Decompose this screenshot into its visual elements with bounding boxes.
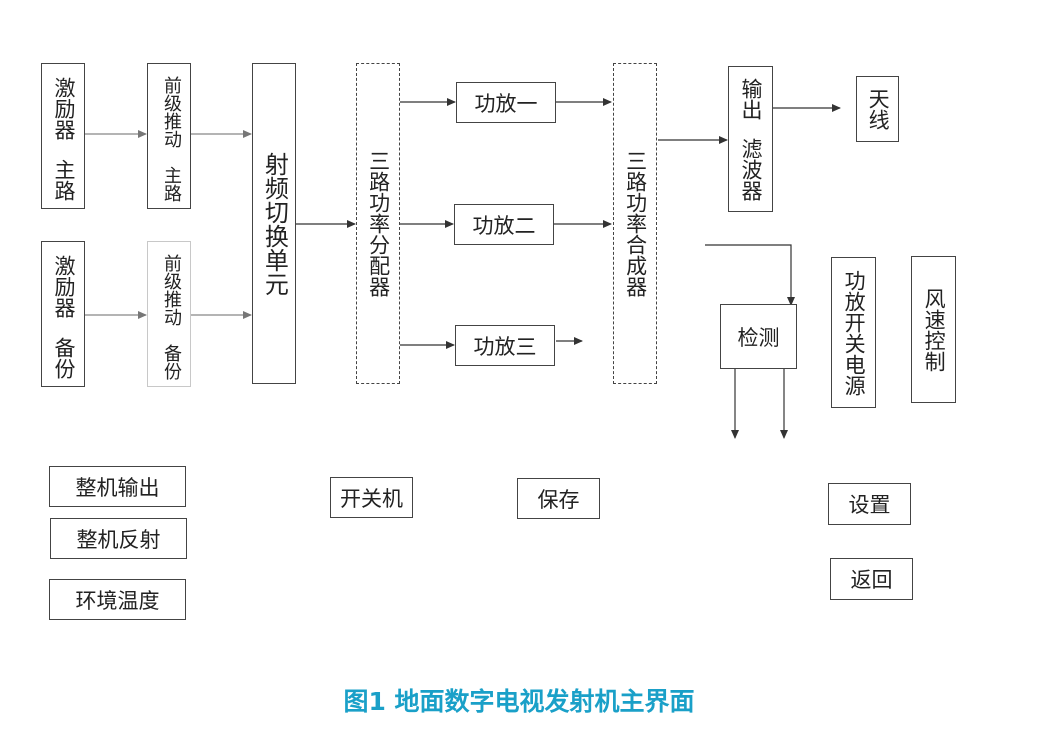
combiner-block: 三路功率合成器 [613, 63, 657, 384]
ambient-temp-button[interactable]: 环境温度 [49, 579, 186, 620]
antenna-label: 天线 [866, 88, 891, 130]
predriver-main-label: 前级推动 [161, 76, 182, 148]
output-filter-sublabel: 滤波器 [739, 137, 763, 201]
amp3-block: 功放三 [455, 325, 555, 366]
predriver-backup-sublabel: 备份 [161, 344, 182, 380]
fan-control-label: 风速控制 [922, 287, 947, 372]
amp-psu-label: 功放开关电源 [842, 269, 867, 396]
ambient-temp-label: 环境温度 [75, 588, 160, 613]
exciter-backup-sublabel: 备份 [52, 337, 76, 379]
splitter-label: 三路功率分配器 [366, 150, 391, 297]
amp2-label: 功放二 [472, 213, 536, 238]
predriver-backup-block: 前级推动 备份 [147, 241, 191, 387]
amp-psu-block: 功放开关电源 [831, 257, 876, 408]
detection-label: 检测 [737, 325, 780, 350]
exciter-main-label: 激励器 [52, 76, 76, 140]
exciter-backup-label: 激励器 [52, 254, 76, 318]
settings-button[interactable]: 设置 [828, 483, 911, 525]
exciter-backup-block: 激励器 备份 [41, 241, 85, 387]
overall-reflect-button[interactable]: 整机反射 [50, 518, 187, 559]
power-switch-button[interactable]: 开关机 [330, 477, 413, 518]
overall-output-label: 整机输出 [75, 475, 160, 500]
arrow-sample-to-detection [705, 244, 795, 306]
fan-control-block: 风速控制 [911, 256, 956, 403]
figure-caption: 图1 地面数字电视发射机主界面 [343, 687, 695, 716]
back-button[interactable]: 返回 [830, 558, 913, 600]
detection-block: 检测 [720, 304, 797, 369]
overall-output-button[interactable]: 整机输出 [49, 466, 186, 507]
power-switch-label: 开关机 [340, 486, 403, 511]
antenna-block: 天线 [856, 76, 899, 142]
predriver-backup-label: 前级推动 [161, 254, 182, 326]
overall-reflect-label: 整机反射 [76, 527, 161, 552]
amp1-label: 功放一 [474, 91, 538, 116]
amp1-block: 功放一 [456, 82, 556, 123]
predriver-main-sublabel: 主路 [161, 166, 182, 202]
amp2-block: 功放二 [454, 204, 554, 245]
exciter-main-sublabel: 主路 [52, 159, 76, 201]
save-label: 保存 [537, 487, 580, 512]
exciter-main-block: 激励器 主路 [41, 63, 85, 209]
output-filter-label: 输出 [739, 78, 763, 120]
rf-switch-label: 射频切换单元 [260, 151, 289, 296]
combiner-label: 三路功率合成器 [623, 150, 648, 297]
splitter-block: 三路功率分配器 [356, 63, 400, 384]
settings-label: 设置 [848, 493, 891, 517]
amp3-label: 功放三 [473, 334, 537, 359]
output-filter-block: 输出 滤波器 [728, 66, 773, 212]
save-button[interactable]: 保存 [517, 478, 600, 519]
rf-switch-block: 射频切换单元 [252, 63, 296, 384]
predriver-main-block: 前级推动 主路 [147, 63, 191, 209]
back-label: 返回 [850, 568, 893, 592]
